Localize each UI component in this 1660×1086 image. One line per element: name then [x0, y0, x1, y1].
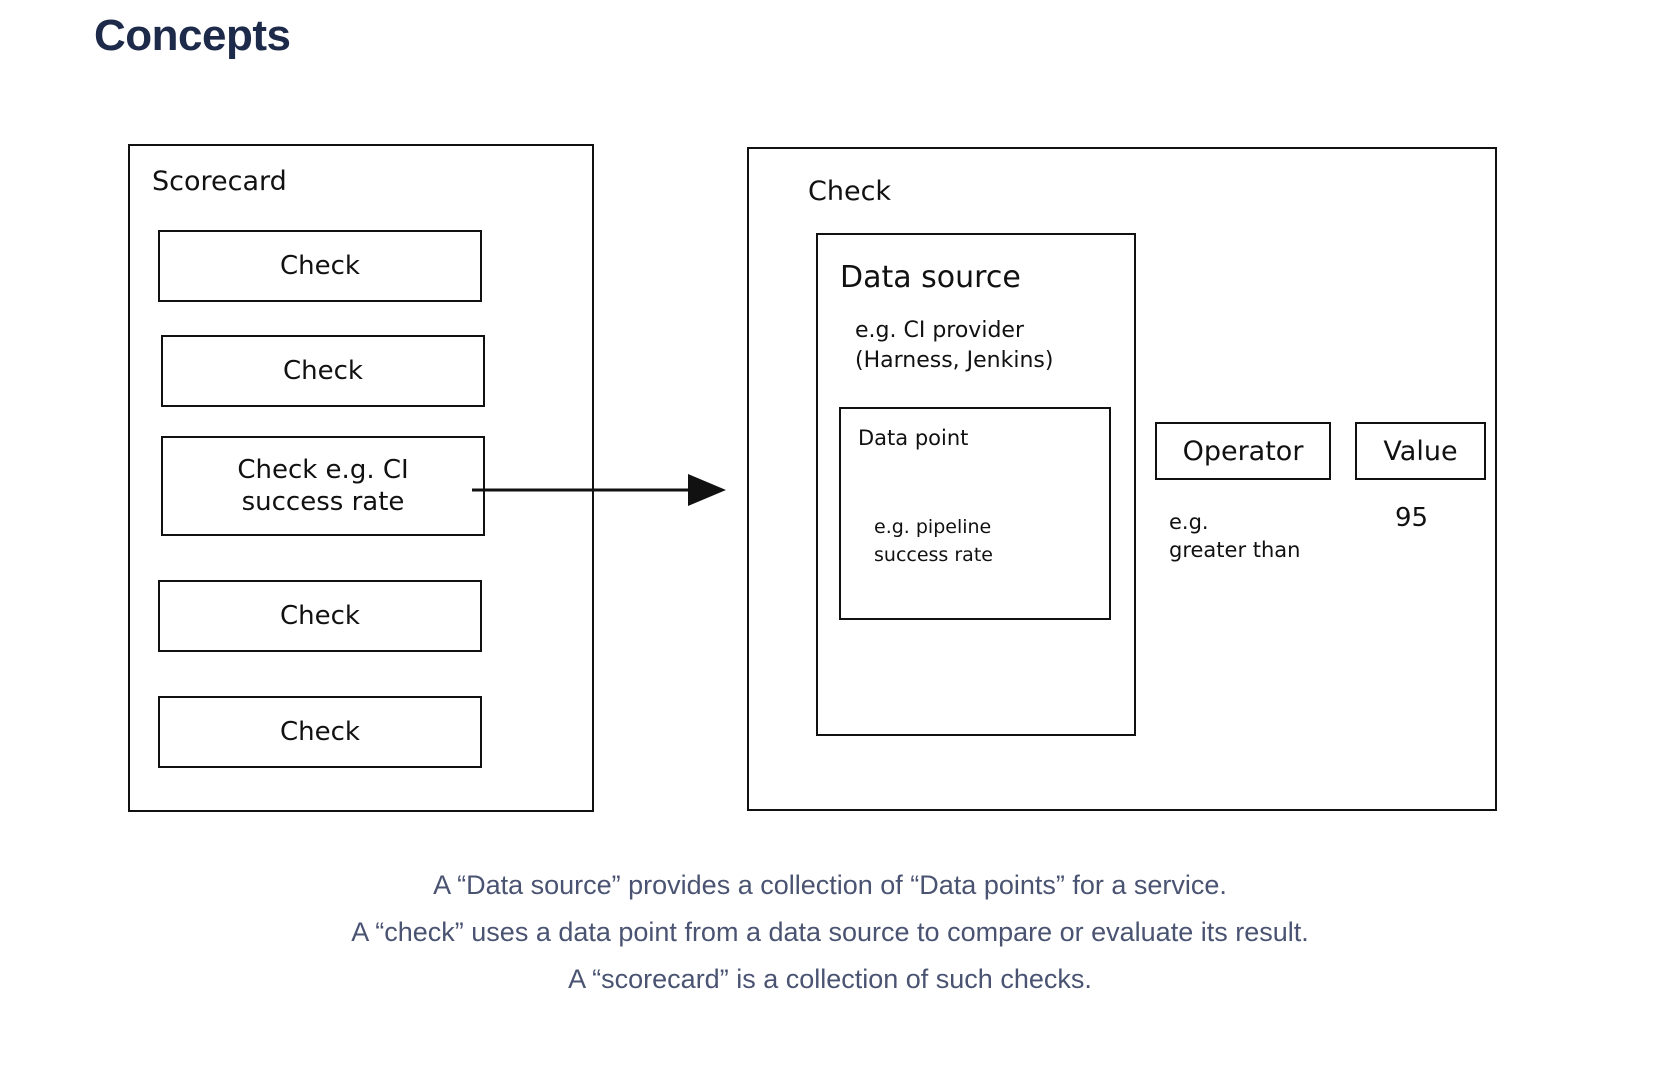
scorecard-check-item-5[interactable]: Check	[158, 696, 482, 768]
data-source-title: Data source	[840, 260, 1021, 295]
scorecard-check-item-2[interactable]: Check	[161, 335, 485, 407]
operator-example: e.g. greater than	[1169, 510, 1301, 563]
operator-label: Operator	[1182, 435, 1304, 467]
check-detail-label: Check	[808, 176, 892, 207]
scorecard-check-item-3[interactable]: Check e.g. CI success rate	[161, 436, 485, 536]
data-point-example: e.g. pipeline success rate	[874, 516, 993, 566]
scorecard-label: Scorecard	[152, 166, 287, 197]
scorecard-check-label: Check	[280, 250, 360, 281]
page-title: Concepts	[94, 11, 291, 60]
caption-line-3: A “scorecard” is a collection of such ch…	[568, 964, 1092, 994]
value-number: 95	[1395, 503, 1429, 533]
scorecard-check-label: Check	[280, 600, 360, 631]
scorecard-check-item-1[interactable]: Check	[158, 230, 482, 302]
data-point-title: Data point	[858, 426, 969, 450]
caption: A “Data source” provides a collection of…	[0, 862, 1660, 1003]
data-point-container	[839, 407, 1111, 620]
operator-box[interactable]: Operator	[1155, 422, 1331, 480]
caption-line-2: A “check” uses a data point from a data …	[351, 917, 1309, 947]
value-box[interactable]: Value	[1355, 422, 1486, 480]
scorecard-check-item-4[interactable]: Check	[158, 580, 482, 652]
scorecard-check-label: Check	[283, 355, 363, 386]
data-source-example: e.g. CI provider (Harness, Jenkins)	[855, 318, 1054, 373]
caption-line-1: A “Data source” provides a collection of…	[433, 870, 1227, 900]
scorecard-check-label: Check	[280, 716, 360, 747]
arrow-right-icon	[472, 474, 726, 506]
scorecard-check-label: Check e.g. CI success rate	[237, 454, 409, 518]
value-label: Value	[1383, 435, 1458, 467]
